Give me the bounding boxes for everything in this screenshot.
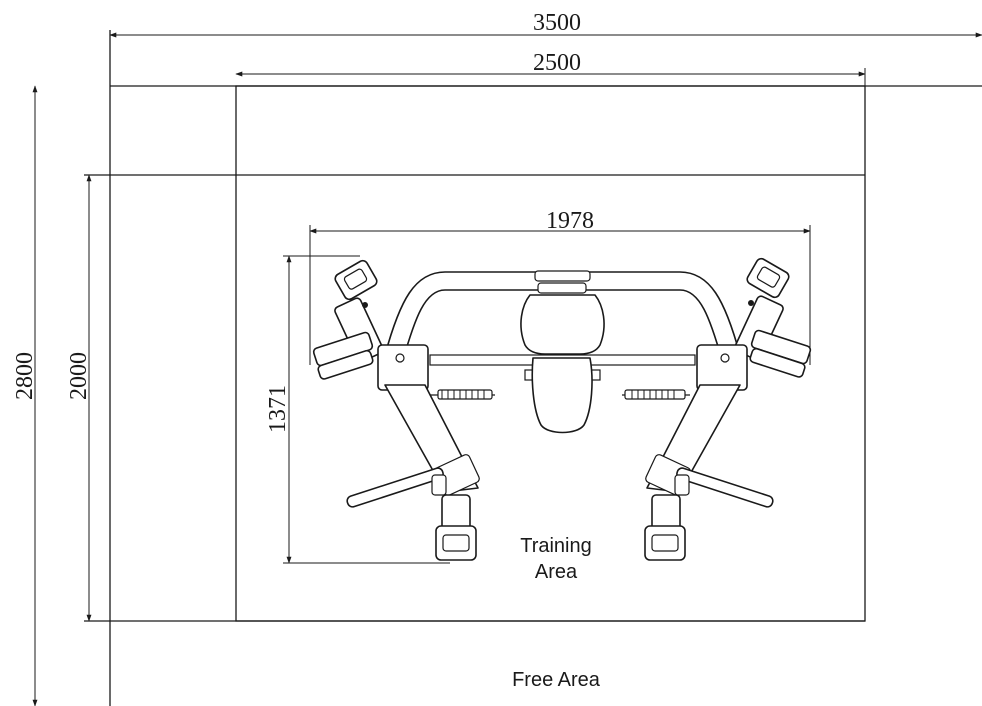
dim-label-total-depth: 2800 (12, 352, 38, 400)
seat (520, 270, 605, 434)
training-area-label-line1: Training (520, 535, 592, 557)
dim-label-free-area-width: 2500 (533, 50, 581, 76)
area-frames (84, 30, 982, 706)
right-arm-assembly (622, 257, 812, 561)
dimension-training-depth: 2000 (66, 174, 92, 622)
dim-label-machine-width: 1978 (546, 208, 594, 234)
machine-top-view (312, 257, 812, 561)
dimension-total-width: 3500 (109, 10, 982, 38)
dim-label-machine-depth: 1371 (265, 385, 291, 433)
dimension-machine-width: 1978 (309, 208, 811, 365)
dimension-machine-depth: 1371 (265, 255, 450, 564)
free-area-label: Free Area (512, 669, 601, 691)
training-area-label-line2: Area (535, 561, 578, 583)
dim-label-training-depth: 2000 (66, 352, 92, 400)
dimension-total-depth: 2800 (12, 85, 38, 706)
left-arm-assembly (312, 259, 495, 561)
dim-label-total-width: 3500 (533, 10, 581, 36)
dimension-free-area-width: 2500 (235, 50, 866, 86)
